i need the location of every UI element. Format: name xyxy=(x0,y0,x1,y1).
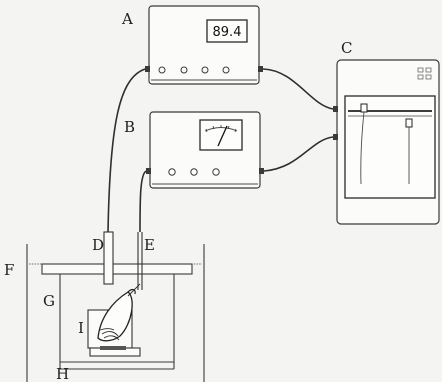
recorder-c-button-3 xyxy=(417,74,424,80)
water-bath-vessel xyxy=(26,244,205,382)
probe-d-body xyxy=(103,231,114,285)
meter-a-port-left xyxy=(145,66,150,72)
recorder-c-pen-2 xyxy=(405,118,413,128)
wire-b-to-probe-e xyxy=(139,170,147,233)
label-b: B xyxy=(124,118,135,136)
meter-b-tick-1 xyxy=(205,128,208,133)
label-h: H xyxy=(56,365,69,382)
meter-b-tick-4 xyxy=(227,125,230,130)
specimen-hatching xyxy=(99,328,120,341)
recorder-c-port-1 xyxy=(333,106,338,112)
meter-b-tick-2 xyxy=(212,125,215,130)
instrument-c-recorder xyxy=(333,59,440,225)
meter-a-knob-3 xyxy=(201,66,209,74)
meter-a-knob-1 xyxy=(158,66,166,74)
meter-b-knob-3 xyxy=(212,168,220,176)
meter-b-port-left xyxy=(146,168,151,174)
label-d: D xyxy=(92,236,104,254)
label-a: A xyxy=(121,10,133,28)
recorder-c-pen-1 xyxy=(360,103,368,113)
meter-b-dial xyxy=(199,119,243,151)
meter-b-needle xyxy=(217,125,228,147)
wire-a-to-recorder-c xyxy=(262,68,334,110)
instrument-b-analog-meter xyxy=(146,111,264,189)
label-g: G xyxy=(43,292,55,310)
meter-b-port-right xyxy=(259,168,264,174)
recorder-c-paper-window xyxy=(344,95,436,199)
label-f: F xyxy=(4,261,14,279)
wire-b-to-recorder-c xyxy=(263,136,334,172)
wire-a-to-probe-d xyxy=(107,68,146,233)
meter-a-knob-2 xyxy=(180,66,188,74)
recorder-c-button-2 xyxy=(425,67,432,73)
meter-a-port-right xyxy=(258,66,263,72)
specimen-tip xyxy=(127,288,136,295)
recorder-c-port-2 xyxy=(333,134,338,140)
recorder-c-button-1 xyxy=(417,67,424,73)
specimen-i xyxy=(97,283,141,342)
meter-b-tick-5 xyxy=(234,128,237,133)
probe-d xyxy=(103,231,114,285)
meter-a-display xyxy=(206,19,248,43)
sample-stand-pad xyxy=(100,346,126,350)
meter-a-readout: 89.4 xyxy=(213,25,242,40)
specimen-connector xyxy=(127,283,141,297)
recorder-c-trace-1 xyxy=(360,111,365,185)
label-c: C xyxy=(341,39,352,57)
label-e: E xyxy=(144,236,155,254)
meter-a-knob-4 xyxy=(222,66,230,74)
recorder-c-button-4 xyxy=(425,74,432,80)
instrument-a-digital-meter: 89.4 xyxy=(145,5,263,85)
lid-plate-f xyxy=(41,263,193,275)
probe-e xyxy=(137,232,143,290)
meter-b-knob-2 xyxy=(190,168,198,176)
meter-b-knob-1 xyxy=(168,168,176,176)
label-i: I xyxy=(78,319,84,337)
